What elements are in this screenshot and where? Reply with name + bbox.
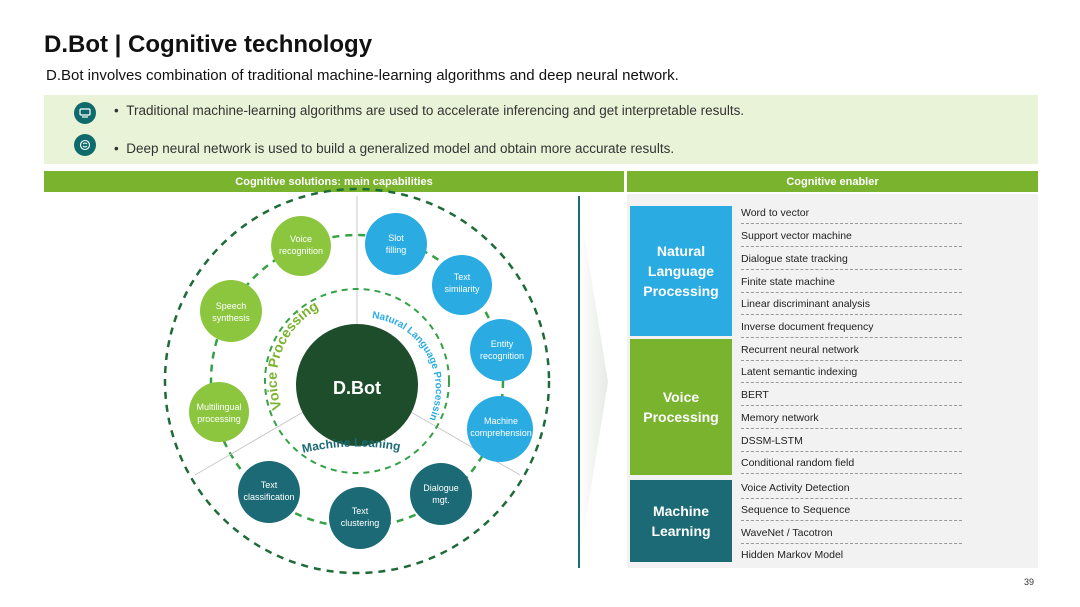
- enabler-item: Linear discriminant analysis: [741, 293, 962, 315]
- enabler-item: Support vector machine: [741, 225, 962, 247]
- capability-label-line2: recognition: [279, 246, 323, 256]
- brain-icon: [74, 134, 96, 156]
- page-subtitle: D.Bot involves combination of traditiona…: [46, 67, 679, 84]
- capability-text-clustering: Text clustering: [329, 487, 391, 549]
- summary-box: • Traditional machine-learning algorithm…: [44, 95, 1038, 164]
- enabler-item: Voice Activity Detection: [741, 477, 962, 499]
- svg-text:clustering: clustering: [341, 518, 380, 528]
- capability-dialogue-mgt: Dialogue mgt.: [410, 463, 472, 525]
- category-voice: Voice Processing: [630, 339, 732, 475]
- category-ml: Machine Learning: [630, 480, 732, 562]
- svg-text:Speech: Speech: [216, 301, 247, 311]
- enabler-item: Word to vector: [741, 202, 962, 224]
- category-nlp: Natural Language Processing: [630, 206, 732, 336]
- enabler-item: Sequence to Sequence: [741, 499, 962, 521]
- enabler-item: Recurrent neural network: [741, 339, 962, 361]
- machine-learning-text: Machine Leaning: [301, 435, 402, 455]
- enabler-item: Memory network: [741, 407, 962, 429]
- capability-text-classification: Text classification: [238, 461, 300, 523]
- enabler-item: Conditional random field: [741, 452, 962, 474]
- svg-text:Text: Text: [261, 480, 278, 490]
- middle-ring: [209, 233, 505, 529]
- svg-text:processing: processing: [197, 414, 241, 424]
- svg-text:recognition: recognition: [480, 351, 524, 361]
- svg-text:classification: classification: [243, 492, 294, 502]
- capability-speech-synthesis: Speech synthesis: [200, 280, 262, 342]
- capability-entity-recognition: Entity recognition: [470, 319, 532, 381]
- enabler-item: WaveNet / Tacotron: [741, 522, 962, 544]
- bullet-text: Deep neural network is used to build a g…: [126, 141, 675, 156]
- svg-text:Dialogue: Dialogue: [423, 483, 459, 493]
- outer-ring: [163, 187, 551, 575]
- computer-icon: [74, 102, 96, 124]
- enabler-item: Hidden Markov Model: [741, 549, 844, 561]
- svg-text:Entity: Entity: [491, 339, 514, 349]
- enabler-header: Cognitive enabler: [627, 171, 1038, 192]
- capability-machine-comprehension: Machine comprehension: [467, 396, 533, 462]
- inner-ring: [264, 288, 450, 474]
- capability-text-similarity: Text similarity: [432, 255, 492, 315]
- divider-line: [403, 407, 521, 476]
- machine-learning-label: Machine Leaning: [301, 435, 402, 455]
- enabler-item: Finite state machine: [741, 271, 962, 293]
- svg-text:filling: filling: [386, 245, 407, 255]
- flow-arrow: [578, 196, 608, 568]
- category-label: Natural Language Processing: [643, 243, 719, 299]
- page-title: D.Bot | Cognitive technology: [44, 31, 373, 58]
- bullet-text: Traditional machine-learning algorithms …: [126, 103, 745, 118]
- category-label: Voice Processing: [643, 389, 719, 425]
- capability-voice-recognition: Voice recognition: [271, 216, 331, 276]
- capability-multilingual: Multilingual processing: [189, 382, 249, 442]
- center-circle: [296, 324, 418, 446]
- enabler-item: DSSM-LSTM: [741, 430, 962, 452]
- svg-text:mgt.: mgt.: [432, 495, 450, 505]
- capabilities-diagram: D.Bot Voice Processing Natural Language …: [0, 0, 608, 575]
- enabler-item: Dialogue state tracking: [741, 248, 962, 270]
- svg-text:Machine: Machine: [484, 416, 518, 426]
- bullet-marker: •: [114, 103, 119, 118]
- enabler-item: Latent semantic indexing: [741, 361, 962, 383]
- capability-label-line1: Voice: [290, 234, 312, 244]
- svg-text:Text: Text: [454, 272, 471, 282]
- bullet-marker: •: [114, 141, 119, 156]
- svg-text:Slot: Slot: [388, 233, 404, 243]
- capabilities-header: Cognitive solutions: main capabilities: [44, 171, 624, 192]
- center-label: D.Bot: [333, 378, 381, 398]
- arrow-edge: [578, 196, 580, 568]
- bullet-item-1: • Traditional machine-learning algorithm…: [114, 103, 744, 118]
- enabler-item: BERT: [741, 384, 962, 406]
- page-number: 39: [1024, 577, 1035, 587]
- category-label: Machine Learning: [651, 503, 711, 539]
- svg-text:synthesis: synthesis: [212, 313, 250, 323]
- svg-text:Text: Text: [352, 506, 369, 516]
- capability-slot-filling: Slot filling: [365, 213, 427, 275]
- enabler-item: Inverse document frequency: [741, 316, 962, 338]
- svg-text:similarity: similarity: [445, 284, 480, 294]
- svg-text:comprehension: comprehension: [470, 428, 532, 438]
- divider-line: [194, 407, 311, 476]
- bullet-item-2: • Deep neural network is used to build a…: [114, 141, 674, 156]
- svg-text:Multilingual: Multilingual: [196, 402, 241, 412]
